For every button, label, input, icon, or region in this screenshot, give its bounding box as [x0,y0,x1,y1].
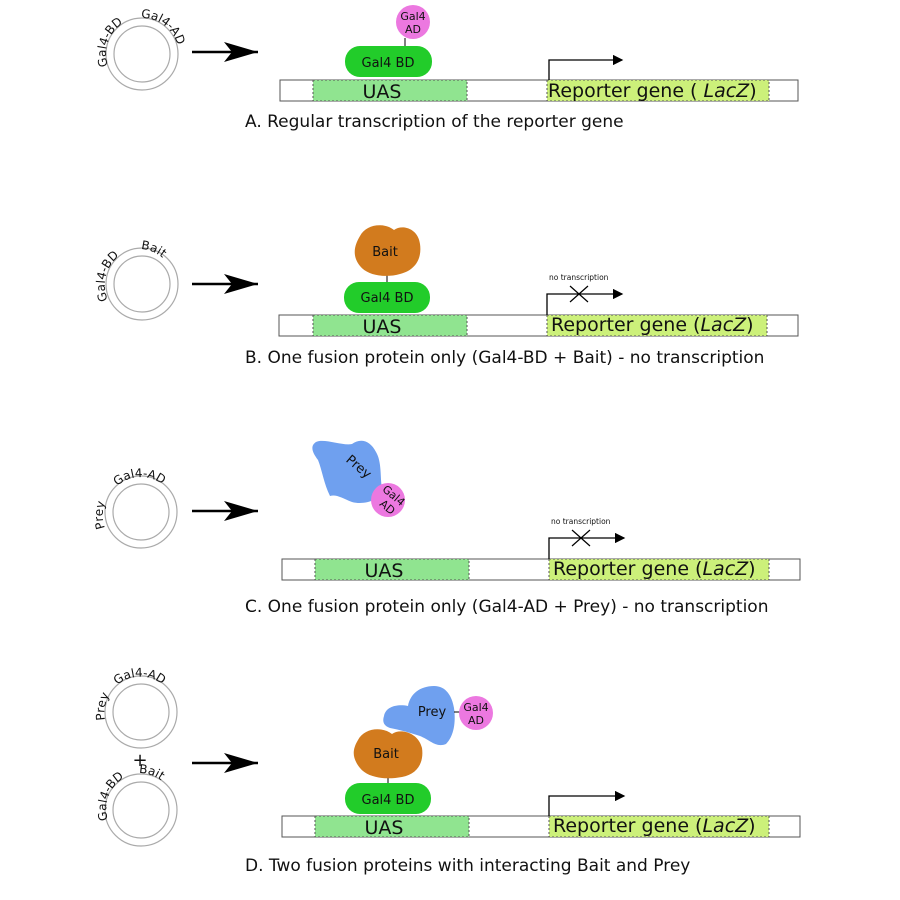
gal4-bd-d [345,783,431,814]
gal4-bd-b [344,282,430,313]
plasmid-c-label-1: Prey [92,499,108,531]
reporter-box-c [548,558,770,581]
caption-c: C. One fusion protein only (Gal4-AD + Pr… [245,597,768,617]
svg-text:Prey: Prey [93,690,112,721]
arrowhead-b-icon [224,274,258,294]
reporter-label-c: Reporter gene (LacZ) [553,558,756,580]
svg-text:Gal4-BD: Gal4-BD [95,769,126,823]
gal4-bd-a [345,46,432,77]
gal4-bd-label-d: Gal4 BD [362,793,415,808]
transcription-arrow-c [548,532,626,559]
caption-d: D. Two fusion proteins with interacting … [245,856,690,876]
no-transcription-b: no transcription [549,273,609,282]
plasmid-d-bottom-label-2: Bait [139,762,168,783]
plasmid-a: Gal4-BD Gal4-AD [95,7,188,91]
cross-icon-c [571,529,591,547]
prey-c [312,440,383,504]
panel-c: Prey Gal4-AD UAS Reporter gene (LacZ) no… [92,440,801,617]
plasmid-d-top-label-2: Gal4-AD [111,666,169,688]
uas-label-a: UAS [363,81,402,103]
bait-label-b: Bait [372,245,398,260]
panel-b: Gal4-BD Bait UAS Reporter gene (LacZ) no… [94,225,799,368]
arrowhead-a-icon [224,42,258,62]
caption-b: B. One fusion protein only (Gal4-BD + Ba… [245,348,764,368]
plasmid-c-label-2: Gal4-AD [111,466,169,488]
transcription-arrow-b [546,288,624,315]
gal4-ad-a [396,5,430,39]
reporter-box-b [546,314,768,337]
prey-label-d: Prey [418,705,447,720]
svg-text:Gal4-AD: Gal4-AD [111,466,169,488]
plasmid-d-top: Prey Gal4-AD [93,666,178,749]
gal4-ad-label-d2: AD [468,714,484,727]
uas-box-c [314,558,470,581]
panel-d: Prey Gal4-AD + Gal4-BD Bait UAS Reporter… [93,666,801,876]
gal4-bd-label-a: Gal4 BD [362,56,415,71]
transcription-arrow-a [548,54,624,80]
gal4-ad-label-d1: Gal4 [463,701,488,714]
svg-text:Bait: Bait [139,762,168,783]
gal4-ad-d [459,696,493,730]
panel-a: Gal4-BD Gal4-AD UAS Reporter gene ( LacZ… [95,5,799,132]
plasmid-d-bottom: Gal4-BD Bait [95,762,178,847]
plasmid-d-bottom-label-1: Gal4-BD [95,769,126,823]
uas-label-d: UAS [365,817,404,839]
caption-a: A. Regular transcription of the reporter… [245,112,624,132]
svg-text:Gal4-AD: Gal4-AD [111,666,169,688]
gal4-ad-label-a2: AD [405,23,421,36]
plasmid-b-label-1: Gal4-BD [94,248,122,304]
bait-d [353,729,423,779]
reporter-box-d [548,815,770,838]
svg-text:Gal4-BD: Gal4-BD [94,248,122,304]
transcription-arrow-d [548,790,626,816]
plasmid-a-label-1: Gal4-BD [95,14,125,68]
uas-label-c: UAS [365,560,404,582]
no-transcription-c: no transcription [551,517,611,526]
reporter-label-a: Reporter gene ( LacZ) [548,80,757,102]
plasmid-c: Prey Gal4-AD [92,466,178,549]
prey-d [383,686,455,746]
gal4-ad-c [371,483,405,517]
uas-box-d [314,815,470,838]
svg-text:Gal4-BD: Gal4-BD [95,14,125,68]
reporter-box-a [546,79,770,102]
arrowhead-d-icon [224,753,258,773]
uas-label-b: UAS [363,316,402,338]
plasmid-d-top-label-1: Prey [93,690,112,721]
uas-box-a [312,79,468,102]
reporter-label-b: Reporter gene (LacZ) [551,314,754,336]
arrowhead-c-icon [224,501,258,521]
bait-b [354,225,421,276]
plasmid-b: Gal4-BD Bait [94,238,179,321]
plus-sign: + [132,750,147,771]
bait-label-d: Bait [373,747,399,762]
gal4-ad-label-a1: Gal4 [400,10,425,23]
svg-text:Prey: Prey [92,499,108,531]
uas-box-b [312,314,468,337]
reporter-label-d: Reporter gene (LacZ) [553,815,756,837]
cross-icon-b [569,285,589,303]
gal4-bd-label-b: Gal4 BD [361,291,414,306]
